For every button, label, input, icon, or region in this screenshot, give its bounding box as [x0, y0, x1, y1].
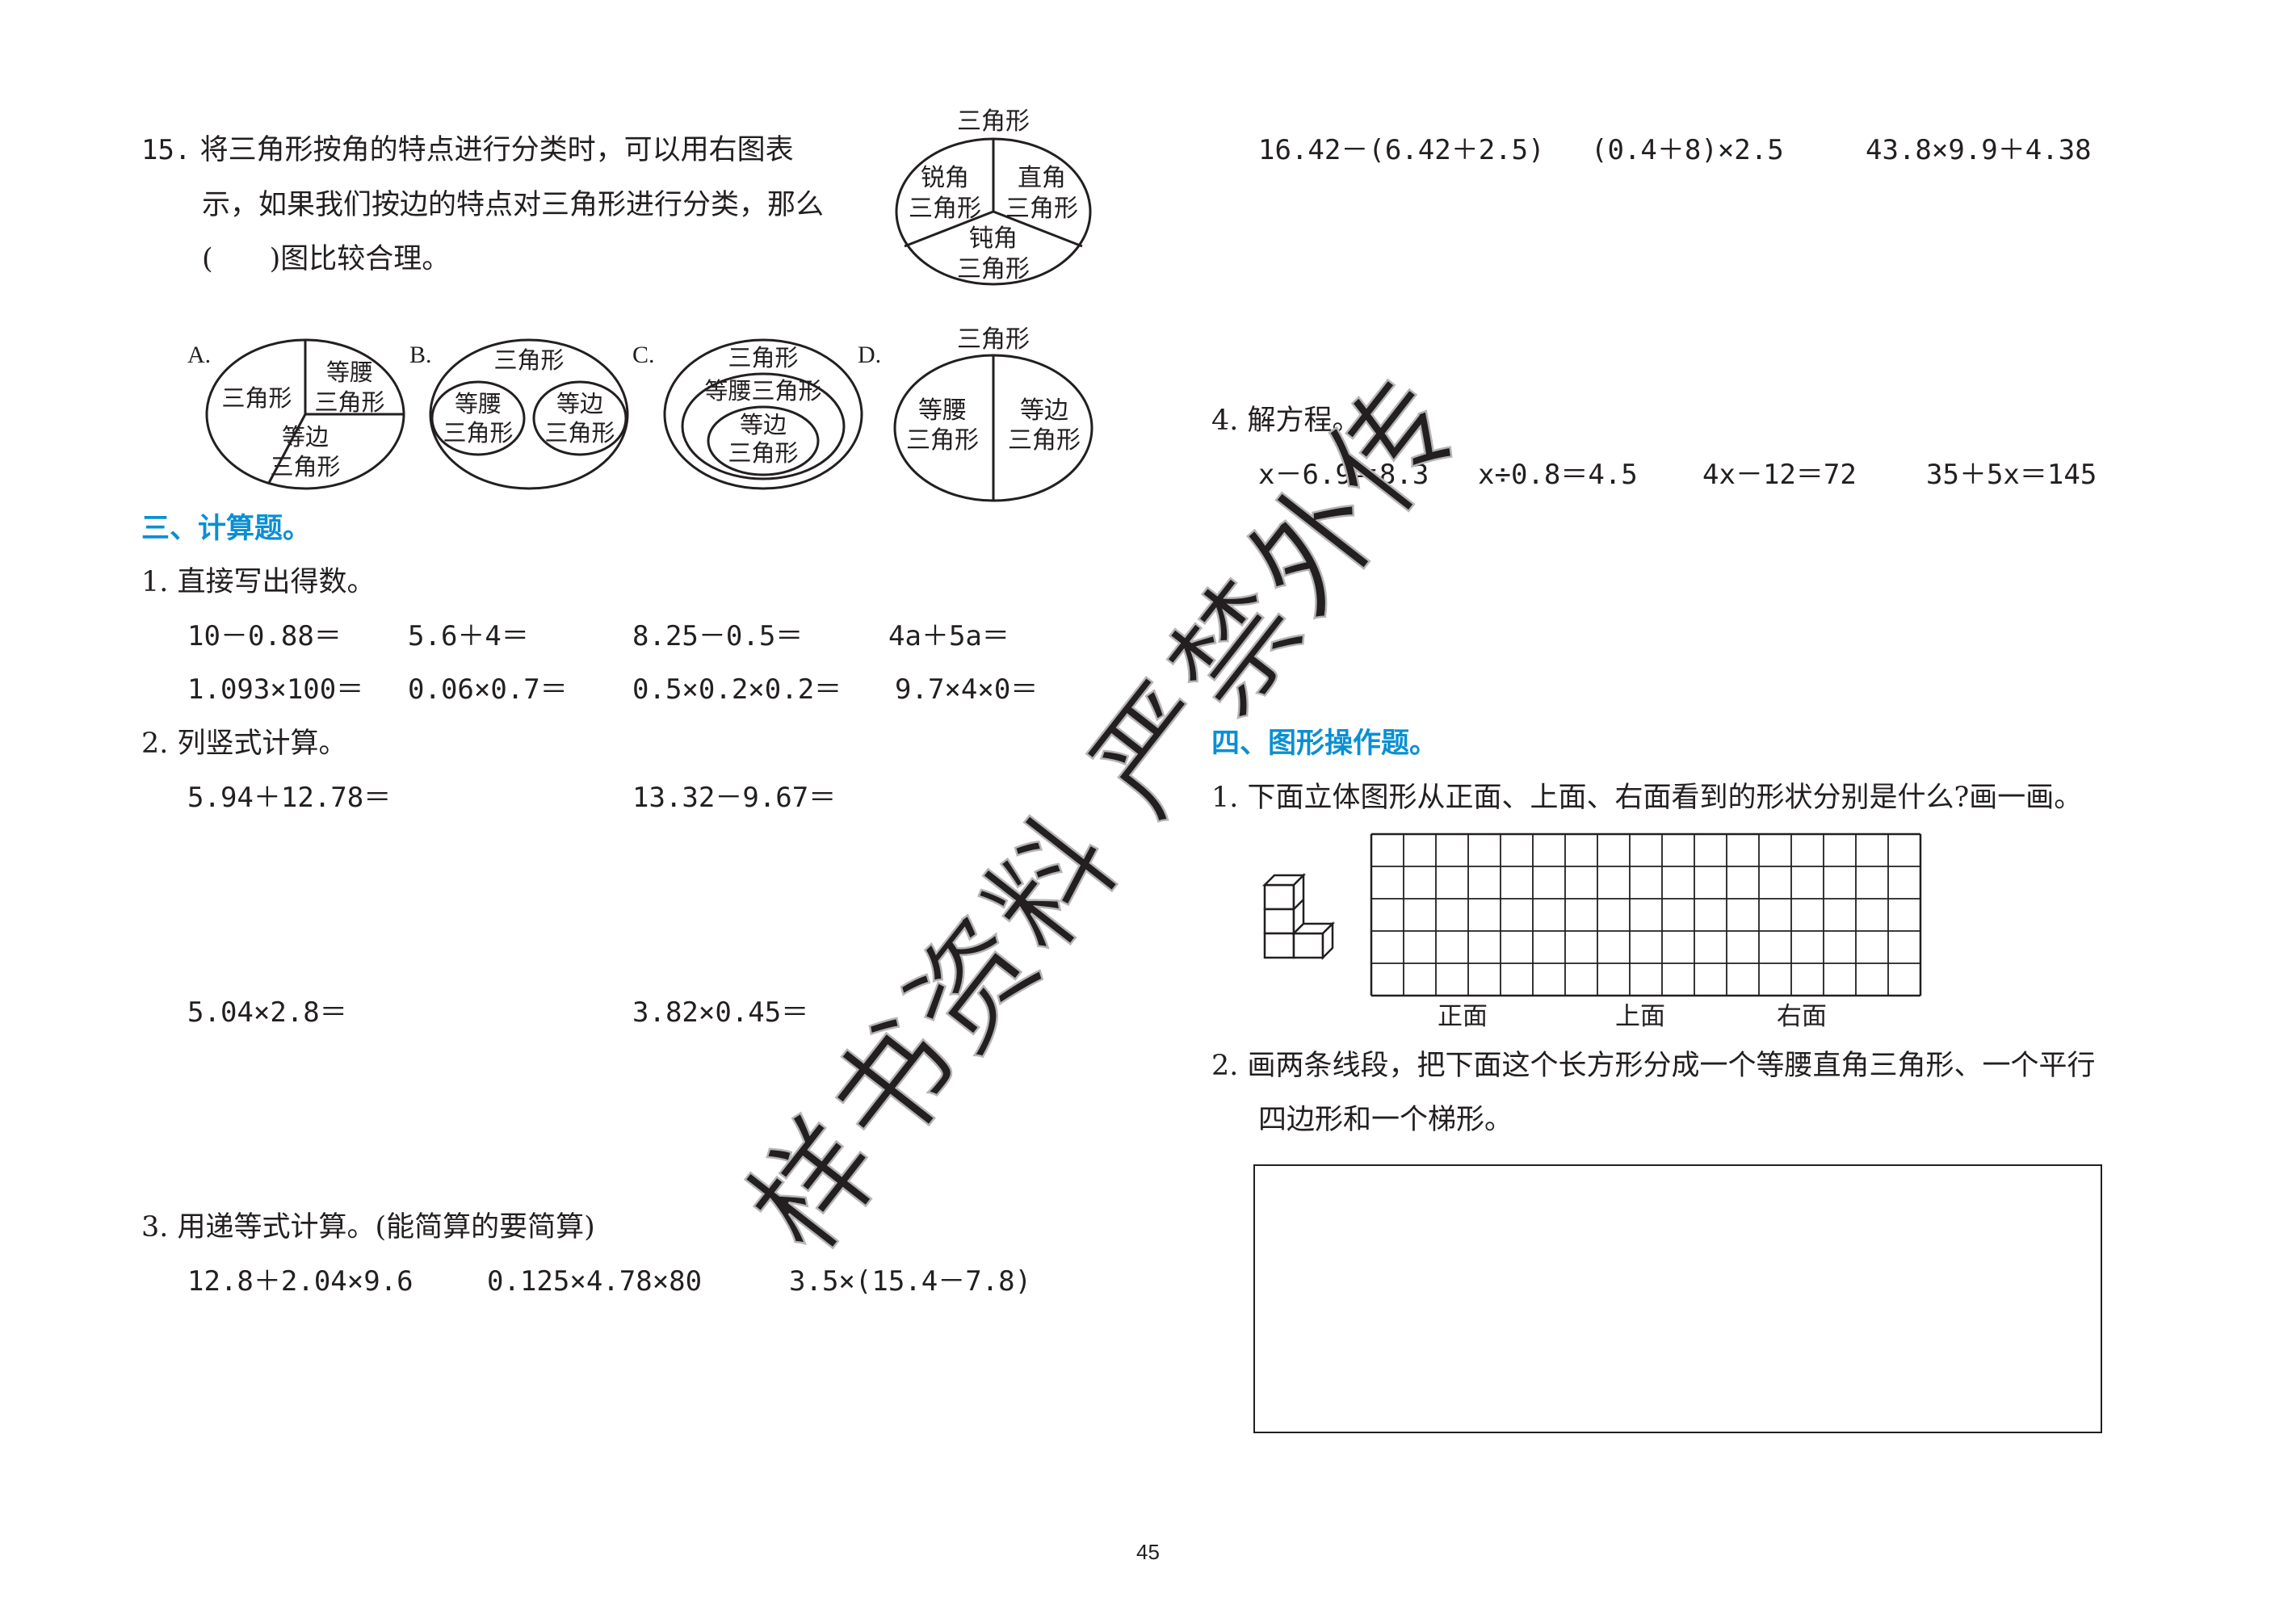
- ref-obtuse-2: 三角形: [957, 255, 1030, 283]
- q15-line1: 15. 将三角形按角的特点进行分类时，可以用右图表: [141, 132, 794, 168]
- option-a-equilateral-1: 等边: [282, 423, 329, 451]
- p4-eq-1: x－6.9＝8.3: [1258, 459, 1429, 491]
- p4-eq-3: 4x－12＝72: [1702, 459, 1857, 491]
- option-d-triangle: 三角形: [957, 325, 1030, 354]
- q15-text-1: 将三角形按角的特点进行分类时，可以用右图表: [199, 134, 794, 166]
- p1-r1-c2: 5.6＋4＝: [408, 620, 529, 652]
- g1-title: 1. 下面立体图形从正面、上面、右面看到的形状分别是什么?画一画。: [1211, 782, 2083, 814]
- p3-item-1: 12.8＋2.04×9.6: [187, 1265, 413, 1298]
- option-c-letter: C.: [632, 342, 655, 368]
- p3-title: 3. 用递等式计算。(能简算的要简算): [141, 1211, 595, 1243]
- p1-r1-c4: 4a＋5a＝: [888, 620, 1009, 652]
- g2-line2: 四边形和一个梯形。: [1258, 1104, 1513, 1136]
- option-a-isosceles-2: 三角形: [314, 388, 384, 416]
- r-top-item-3: 43.8×9.9＋4.38: [1866, 134, 2092, 166]
- p1-r2-c2: 0.06×0.7＝: [408, 673, 568, 706]
- option-a-letter: A.: [187, 342, 212, 368]
- option-a-equilateral-2: 三角形: [270, 453, 340, 480]
- p4-eq-2: x÷0.8＝4.5: [1478, 459, 1638, 491]
- option-b-isosceles-1: 等腰: [455, 390, 502, 417]
- grid-label-right: 右面: [1777, 1002, 1827, 1031]
- p2-title: 2. 列竖式计算。: [141, 728, 347, 760]
- p2-r2-c1: 5.04×2.8＝: [187, 996, 347, 1029]
- option-a-triangle: 三角形: [221, 384, 292, 412]
- ref-obtuse-1: 钝角: [969, 224, 1018, 253]
- p4-title: 4. 解方程。: [1211, 405, 1361, 437]
- cube-figure: [1261, 872, 1336, 961]
- r-top-item-2: (0.4＋8)×2.5: [1591, 134, 1784, 166]
- section-4-heading: 四、图形操作题。: [1211, 728, 1438, 760]
- option-a-diagram[interactable]: 三角形 等腰 三角形 等边 三角形: [204, 338, 406, 491]
- option-a-isosceles-1: 等腰: [326, 359, 373, 386]
- q15-line3: ( )图比较合理。: [202, 243, 451, 275]
- option-b-equilateral-2: 三角形: [544, 419, 615, 447]
- page-number: 45: [1136, 1540, 1160, 1564]
- option-d-isosceles-2: 三角形: [906, 426, 979, 455]
- p2-r1-c1: 5.94＋12.78＝: [187, 782, 392, 814]
- option-d-diagram[interactable]: 三角形 等腰 三角形 等边 三角形: [892, 319, 1094, 505]
- ref-right-1: 直角: [1018, 164, 1066, 192]
- g2-line1: 2. 画两条线段，把下面这个长方形分成一个等腰直角三角形、一个平行: [1211, 1050, 2096, 1082]
- option-c-diagram[interactable]: 三角形 等腰三角形 等边 三角形: [662, 338, 864, 491]
- p1-r2-c1: 1.093×100＝: [187, 673, 364, 706]
- p2-r2-c2: 3.82×0.45＝: [632, 996, 809, 1029]
- option-d-equilateral-2: 三角形: [1008, 426, 1081, 455]
- p3-item-3: 3.5×(15.4－7.8): [789, 1265, 1032, 1298]
- option-c-isosceles: 等腰三角形: [704, 377, 821, 405]
- option-c-triangle: 三角形: [728, 344, 798, 371]
- q15-line2: 示，如果我们按边的特点对三角形进行分类，那么: [202, 189, 825, 221]
- option-b-isosceles-2: 三角形: [443, 419, 513, 447]
- grid-label-front: 正面: [1438, 1002, 1488, 1031]
- option-b-letter: B.: [409, 342, 432, 368]
- ref-acute-2: 三角形: [909, 195, 981, 223]
- p4-eq-4: 35＋5x＝145: [1926, 459, 2097, 491]
- option-d-isosceles-1: 等腰: [918, 396, 967, 425]
- option-d-equilateral-1: 等边: [1020, 396, 1068, 425]
- p1-r2-c3: 0.5×0.2×0.2＝: [632, 673, 842, 706]
- reference-diagram-by-angle: 三角形 锐角 三角形 直角 三角形 钝角 三角形: [895, 107, 1092, 286]
- ref-acute-1: 锐角: [921, 164, 969, 192]
- p1-r2-c4: 9.7×4×0＝: [895, 673, 1039, 706]
- drawing-rectangle[interactable]: [1253, 1164, 2102, 1433]
- grid-label-top: 上面: [1615, 1002, 1665, 1031]
- option-b-equilateral-1: 等边: [556, 390, 603, 417]
- section-3-heading: 三、计算题。: [141, 513, 312, 545]
- p2-r1-c2: 13.32－9.67＝: [632, 782, 837, 814]
- p1-r1-c3: 8.25－0.5＝: [632, 620, 804, 652]
- option-d-letter: D.: [858, 342, 882, 368]
- p3-item-2: 0.125×4.78×80: [487, 1265, 703, 1298]
- p1-title: 1. 直接写出得数。: [141, 566, 376, 598]
- ref-right-2: 三角形: [1005, 195, 1078, 223]
- q15-number: 15.: [141, 134, 191, 166]
- option-c-equilateral-1: 等边: [740, 411, 787, 438]
- option-b-diagram[interactable]: 三角形 等腰 三角形 等边 三角形: [428, 338, 630, 491]
- option-b-triangle: 三角形: [493, 346, 564, 374]
- ref-title: 三角形: [957, 107, 1030, 136]
- r-top-item-1: 16.42－(6.42＋2.5): [1258, 134, 1545, 166]
- drawing-grid[interactable]: [1370, 832, 1922, 997]
- option-c-equilateral-2: 三角形: [728, 439, 798, 467]
- p1-r1-c1: 10－0.88＝: [187, 620, 342, 652]
